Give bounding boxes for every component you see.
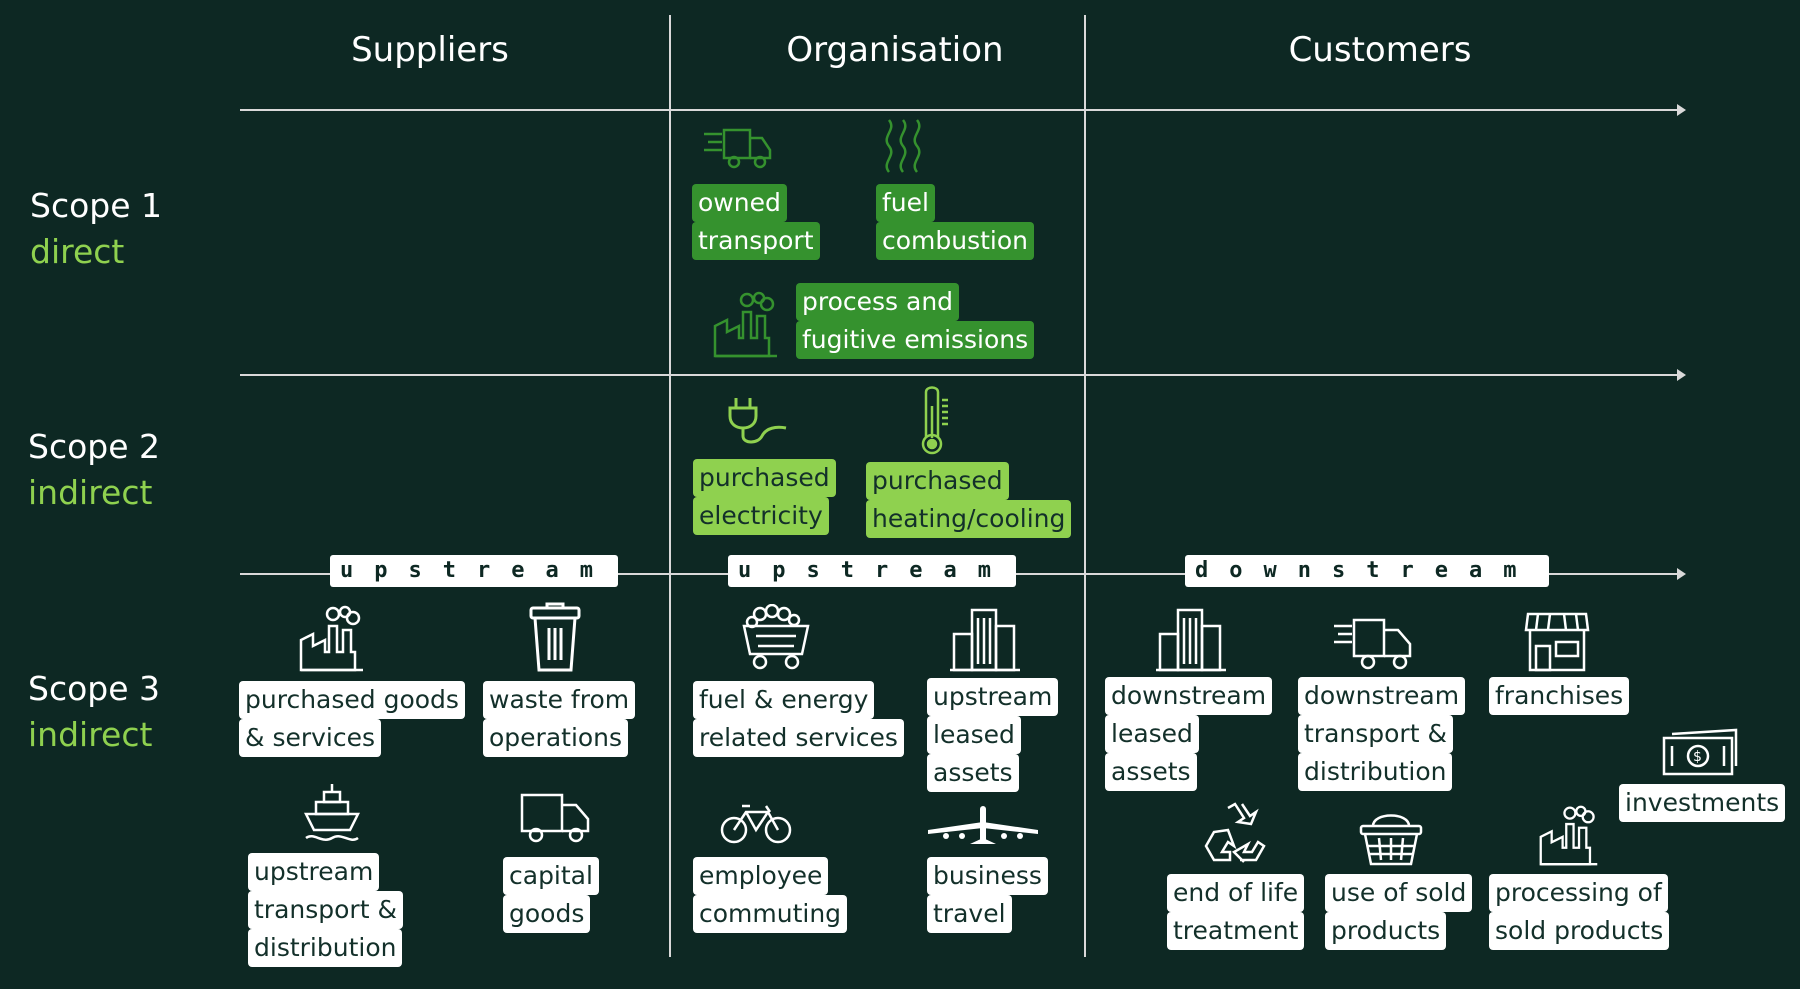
factory-icon [299,605,363,672]
delivery-van-icon [1334,618,1412,670]
purchased-goods-label: purchased goods & services [239,681,465,757]
upstream-transport-label: upstream transport & distribution [248,853,403,967]
purchased-electricity-label: purchased electricity [693,459,836,535]
column-header-customers: Customers [1288,30,1472,70]
employee-commuting-label: employee commuting [693,857,848,933]
coal-cart-icon [742,604,810,670]
business-travel-label: business travel [927,857,1048,933]
use-of-sold-products-label: use of sold products [1325,874,1473,950]
fuel-combustion-label: fuel combustion [876,184,1035,260]
truck-icon [704,128,772,169]
scope2-subtitle: indirect [28,473,153,512]
end-of-life-treatment-label: end of life treatment [1167,874,1305,950]
thermometer-icon [921,386,948,455]
scope2-heading: Scope 2 indirect [28,424,160,516]
scope3-subtitle: indirect [28,715,153,754]
process-emissions-label: process and fugitive emissions [796,283,1035,359]
scope3-heading: Scope 3 indirect [28,666,160,758]
downstream-transport-label: downstream transport & distribution [1298,677,1466,791]
plug-icon [728,398,787,444]
ship-icon [304,784,360,841]
factory-icon [1539,805,1598,866]
scope1-heading: Scope 1 direct [30,183,162,275]
owned-transport-label: owned transport [692,184,820,260]
trash-icon [529,602,581,672]
scope1-title: Scope 1 [30,186,163,225]
purchased-heating-label: purchased heating/cooling [866,462,1072,538]
top-divider-arrow [240,104,1686,116]
supplier-upstream-tag: upstream [330,555,618,587]
fuel-energy-services-label: fuel & energy related services [693,681,904,757]
organisation-upstream-tag: upstream [728,555,1016,587]
franchises-label: franchises [1489,677,1630,715]
heat-waves-icon [885,119,921,173]
waste-from-operations-label: waste from operations [483,681,636,757]
scope1-subtitle: direct [30,232,125,271]
basket-icon [1359,814,1423,866]
airplane-icon [928,806,1038,844]
office-building-icon [950,608,1020,672]
downstream-leased-assets-label: downstream leased assets [1105,677,1273,791]
column-header-organisation: Organisation [786,30,1004,70]
capital-goods-label: capital goods [503,857,599,933]
factory-icon [713,291,777,358]
svg-text:$: $ [1693,749,1702,765]
scope1-divider-arrow [240,369,1686,381]
store-icon [1524,612,1590,672]
suppliers-organisation-divider [669,15,671,957]
scope3-title: Scope 3 [28,669,161,708]
bicycle-icon [720,804,792,844]
processing-sold-products-label: processing of sold products [1489,874,1670,950]
banknote-icon: $ [1662,728,1738,776]
upstream-leased-assets-label: upstream leased assets [927,678,1059,792]
delivery-van-icon [520,793,590,843]
customer-downstream-tag: downstream [1185,555,1549,587]
recycle-icon [1204,802,1266,863]
office-building-icon [1156,608,1226,672]
investments-label: investments [1619,784,1786,822]
column-header-suppliers: Suppliers [351,30,509,70]
organisation-customers-divider [1084,15,1086,957]
scope2-title: Scope 2 [28,427,161,466]
